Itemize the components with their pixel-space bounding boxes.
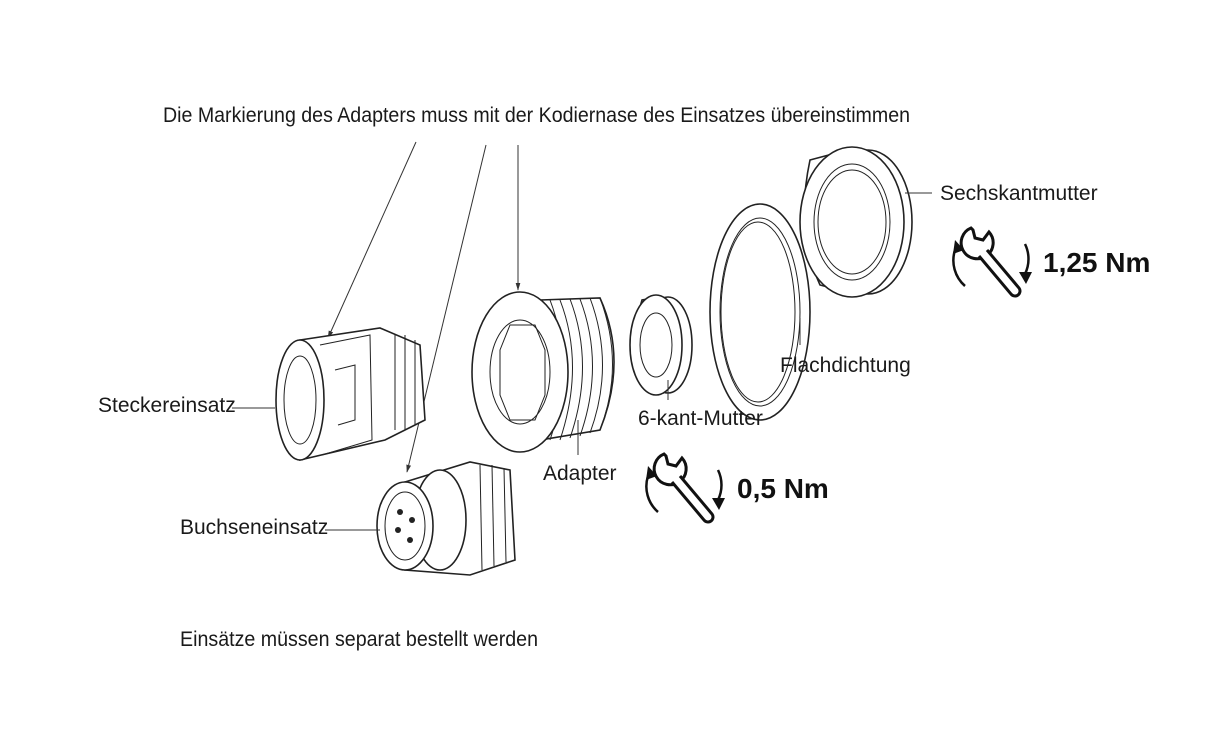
footnote-separate-order: Einsätze müssen separat bestellt werden <box>180 628 538 651</box>
label-6-kant-mutter: 6-kant-Mutter <box>638 407 763 430</box>
plug-insert <box>275 327 426 462</box>
socket-insert <box>376 461 516 576</box>
hex-nut-small <box>629 294 693 396</box>
wrench-rotate-icon <box>644 452 727 524</box>
label-buchseneinsatz: Buchseneinsatz <box>180 516 328 539</box>
adapter <box>471 291 615 453</box>
label-steckereinsatz: Steckereinsatz <box>98 394 236 417</box>
torque-large-nut: 1,25 Nm <box>1043 247 1150 278</box>
assembly-instruction-title: Die Markierung des Adapters muss mit der… <box>163 104 910 127</box>
flat-gasket <box>709 203 811 421</box>
label-flachdichtung: Flachdichtung <box>780 354 911 377</box>
label-sechskantmutter: Sechskantmutter <box>940 182 1098 205</box>
wrench-rotate-icon <box>951 226 1034 298</box>
torque-small-nut: 0,5 Nm <box>737 473 829 504</box>
hex-nut-large <box>799 146 913 298</box>
leader-line-stecker <box>327 141 417 339</box>
label-adapter: Adapter <box>543 462 617 485</box>
